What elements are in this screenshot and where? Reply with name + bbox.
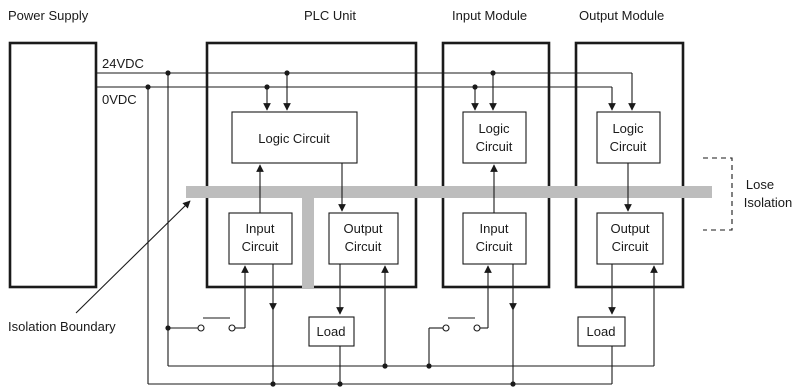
plc-input-circuit — [228, 212, 293, 265]
plc-output-label-2: Circuit — [345, 239, 382, 254]
output-module-logic-circuit — [596, 111, 661, 164]
input-module-input-label-2: Circuit — [476, 239, 513, 254]
plc-load — [308, 316, 355, 347]
output-module-load-label: Load — [587, 324, 616, 339]
plc-output-label-1: Output — [343, 221, 382, 236]
internal-signals — [256, 163, 632, 213]
isolation-boundary-label: Isolation Boundary — [8, 319, 116, 334]
plc-output-circuit — [328, 212, 399, 265]
plc-input-label-2: Circuit — [242, 239, 279, 254]
input-module-logic-circuit — [462, 111, 527, 164]
input-module-input-label-1: Input — [480, 221, 509, 236]
plc-logic-circuit — [231, 111, 358, 164]
output-module-output-circuit — [596, 212, 664, 265]
isolation-band — [186, 186, 712, 288]
power-supply-box — [8, 41, 98, 289]
lose-label: Lose — [746, 177, 774, 192]
input-module-input-circuit — [462, 212, 527, 265]
plc-logic-label: Logic Circuit — [258, 131, 330, 146]
input-module-logic-label-2: Circuit — [476, 139, 513, 154]
input-module-logic-label-1: Logic — [478, 121, 510, 136]
input-module-switch — [442, 317, 481, 332]
input-module-title: Input Module — [452, 8, 527, 23]
lose-isolation-bracket — [703, 157, 733, 231]
isolation-boundary-arrow — [75, 200, 191, 314]
label-24vdc: 24VDC — [102, 56, 144, 71]
output-module-logic-label-1: Logic — [612, 121, 644, 136]
isolation-label: Isolation — [744, 195, 792, 210]
rail-drops — [263, 73, 636, 111]
plc-unit-title: PLC Unit — [304, 8, 356, 23]
field-wiring — [147, 73, 658, 387]
output-module-box — [574, 41, 685, 289]
output-module-output-label-2: Circuit — [612, 239, 649, 254]
plc-input-switch — [197, 317, 236, 332]
power-supply-title: Power Supply — [8, 8, 89, 23]
output-module-load — [577, 316, 626, 347]
output-module-title: Output Module — [579, 8, 664, 23]
output-module-logic-label-2: Circuit — [610, 139, 647, 154]
output-module-output-label-1: Output — [610, 221, 649, 236]
plc-load-label: Load — [317, 324, 346, 339]
plc-input-label-1: Input — [246, 221, 275, 236]
label-0vdc: 0VDC — [102, 92, 137, 107]
